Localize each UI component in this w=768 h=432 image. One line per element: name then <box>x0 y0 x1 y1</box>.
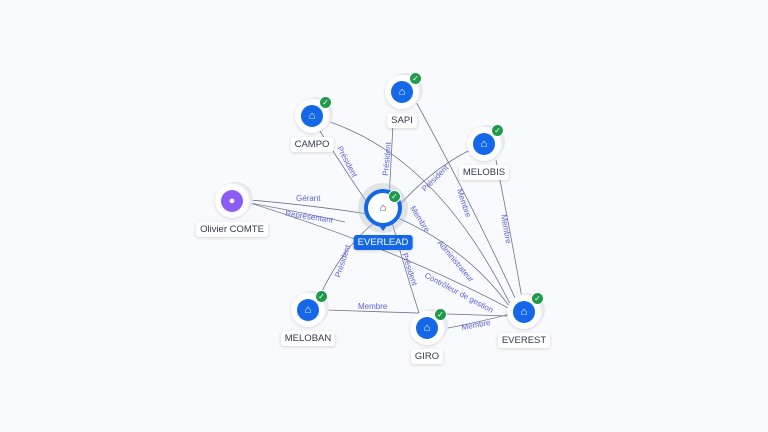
edge-label: Président <box>333 243 352 279</box>
edge-label: Gérant <box>296 194 321 203</box>
node-giro[interactable]: ⌂✓ GIRO <box>410 308 447 364</box>
building-icon: ⌂ <box>416 317 438 339</box>
verified-check-icon: ✓ <box>409 72 422 85</box>
building-icon: ⌂ <box>301 105 323 127</box>
node-melobis[interactable]: ⌂✓ MELOBIS <box>458 124 510 180</box>
edge-sapi-everlead[interactable]: Président <box>381 123 394 201</box>
node-label: EVEREST <box>497 333 551 348</box>
node-label: Olivier COMTE <box>196 222 268 237</box>
edge-label: Membre <box>499 214 513 245</box>
node-everlead[interactable]: ⌂✓ EVERLEAD <box>353 189 413 250</box>
edge-melobis-everest[interactable]: Membre <box>495 159 523 299</box>
edge-label: Président <box>420 163 451 194</box>
building-icon: ⌂ <box>473 133 495 155</box>
verified-check-icon: ✓ <box>491 124 504 137</box>
verified-check-icon: ✓ <box>434 308 447 321</box>
node-label: CAMPO <box>290 137 334 152</box>
edge-olivier-everlead-gerant[interactable]: Gérant <box>249 194 369 215</box>
edge-label: Administrateur <box>435 239 475 285</box>
node-campo[interactable]: ⌂✓ CAMPO <box>290 96 334 152</box>
node-olivier-comte[interactable]: ● Olivier COMTE <box>196 184 268 237</box>
node-sapi[interactable]: ⌂✓ SAPI <box>385 72 422 128</box>
node-label: EVERLEAD <box>353 235 413 250</box>
building-icon: ⌂ <box>297 299 319 321</box>
edge-label: Contrôleur de gestion <box>423 271 495 315</box>
verified-check-icon: ✓ <box>315 290 328 303</box>
building-icon: ⌂ <box>379 202 387 214</box>
edge-meloban-everlead[interactable]: Président <box>317 221 376 301</box>
node-label: SAPI <box>387 113 417 128</box>
edge-label: Membre <box>461 318 492 332</box>
edge-label: Président <box>400 252 419 288</box>
verified-check-icon: ✓ <box>531 292 544 305</box>
node-meloban[interactable]: ⌂✓ MELOBAN <box>280 290 336 346</box>
edge-everlead-everest[interactable]: Administrateur <box>397 217 513 311</box>
edge-giro-everest[interactable]: Membre <box>447 313 511 332</box>
edge-label: Membre <box>358 302 388 311</box>
person-icon: ● <box>221 190 243 212</box>
node-everest[interactable]: ⌂✓ EVEREST <box>497 292 551 348</box>
edge-label: Président <box>381 141 393 176</box>
node-label: MELOBAN <box>280 331 336 346</box>
node-label: MELOBIS <box>458 165 510 180</box>
edge-label: Membre <box>455 188 473 219</box>
edge-label: Membre <box>408 204 431 234</box>
building-icon: ⌂ <box>513 301 535 323</box>
node-label: GIRO <box>410 349 444 364</box>
edge-label: Président <box>335 145 359 180</box>
building-icon: ⌂ <box>391 81 413 103</box>
verified-check-icon: ✓ <box>388 190 401 203</box>
verified-check-icon: ✓ <box>319 96 332 109</box>
